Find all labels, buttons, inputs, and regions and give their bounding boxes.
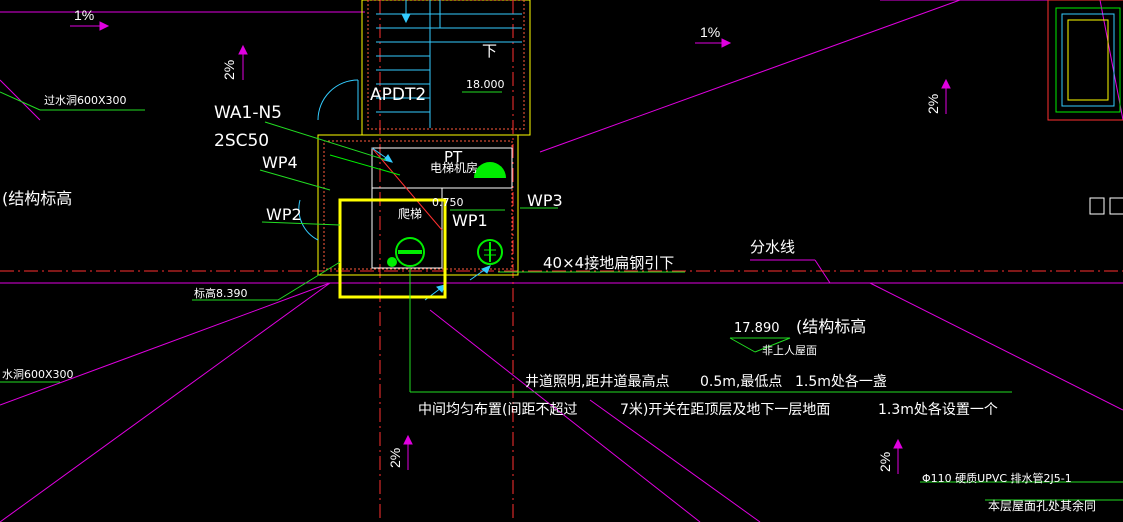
grounding-label: 40×4接地扁钢引下 <box>543 254 674 272</box>
wp2-label: WP2 <box>266 205 302 224</box>
cyan-arrows <box>371 0 491 301</box>
pt-label: PT <box>444 148 463 166</box>
leader-lines <box>0 91 1123 501</box>
elev-17890-label: 17.890 <box>734 321 780 336</box>
cable-wa1-label: WA1-N5 <box>214 103 282 123</box>
stair-machine-room-walls <box>298 0 531 276</box>
note-line2-c: 1.3m处各设置一个 <box>878 402 998 418</box>
slope-label-left-vertical: 2% <box>221 60 237 80</box>
wp1-label: WP1 <box>452 211 488 230</box>
right-shaft-block <box>1047 0 1123 215</box>
equipment-symbols <box>387 162 506 267</box>
structural-elev-left-label: (结构标高 <box>2 189 72 208</box>
elev-750-label: 0.750 <box>432 196 464 209</box>
drawing-labels: 过水洞600X300 水洞600X300 WA1-N5 2SC50 WP4 WP… <box>2 42 866 381</box>
wp3-label: WP3 <box>527 191 563 210</box>
note-line2-b: 7米)开关在距顶层及地下一层地面 <box>620 402 830 418</box>
machine-room-label: 电梯机房 <box>430 160 478 175</box>
note-line2-a: 中间均匀布置(间距不超过 <box>418 402 577 418</box>
structural-elev-right-label: (结构标高 <box>796 317 866 336</box>
slope-label-top-mid: 1% <box>700 24 720 40</box>
watershed-label: 分水线 <box>750 238 795 256</box>
apdt2-label: APDT2 <box>370 85 426 105</box>
overflow-hole-bottom-label: 水洞600X300 <box>2 368 74 381</box>
roof-note: 本层屋面孔处其余同 <box>988 498 1096 513</box>
note-line1-b: 0.5m,最低点 <box>700 374 782 390</box>
ladder-label: 爬梯 <box>398 207 422 221</box>
conduit-label: 2SC50 <box>214 131 269 151</box>
drain-pipe-note: Φ110 硬质UPVC 排水管2J5-1 <box>922 471 1072 485</box>
highlight-box[interactable] <box>338 198 447 299</box>
elev-8390-label: 标高8.390 <box>194 286 248 300</box>
overflow-hole-top-label: 过水洞600X300 <box>44 94 127 107</box>
slope-arrows <box>70 21 951 474</box>
slope-label-top-left: 1% <box>74 7 94 23</box>
slope-label-bottom-right: 2% <box>877 452 893 472</box>
notes: 井道照明,距井道最高点 0.5m,最低点 1.5m处各一盏 中间均匀布置(间距不… <box>418 373 1096 513</box>
slope-labels: 1% 1% 2% 2% 2% 2% <box>74 7 941 472</box>
down-label: 下 <box>482 42 497 60</box>
note-line1-c: 1.5m处各一盏 <box>795 374 887 390</box>
elev-18000-label: 18.000 <box>466 78 505 91</box>
note-line1-a: 井道照明,距井道最高点 <box>525 373 669 390</box>
slope-label-right-vertical: 2% <box>925 94 941 114</box>
wp4-label: WP4 <box>262 153 298 172</box>
slope-label-bottom-left: 2% <box>387 448 403 468</box>
non-accessible-roof-label: 非上人屋面 <box>762 344 817 357</box>
